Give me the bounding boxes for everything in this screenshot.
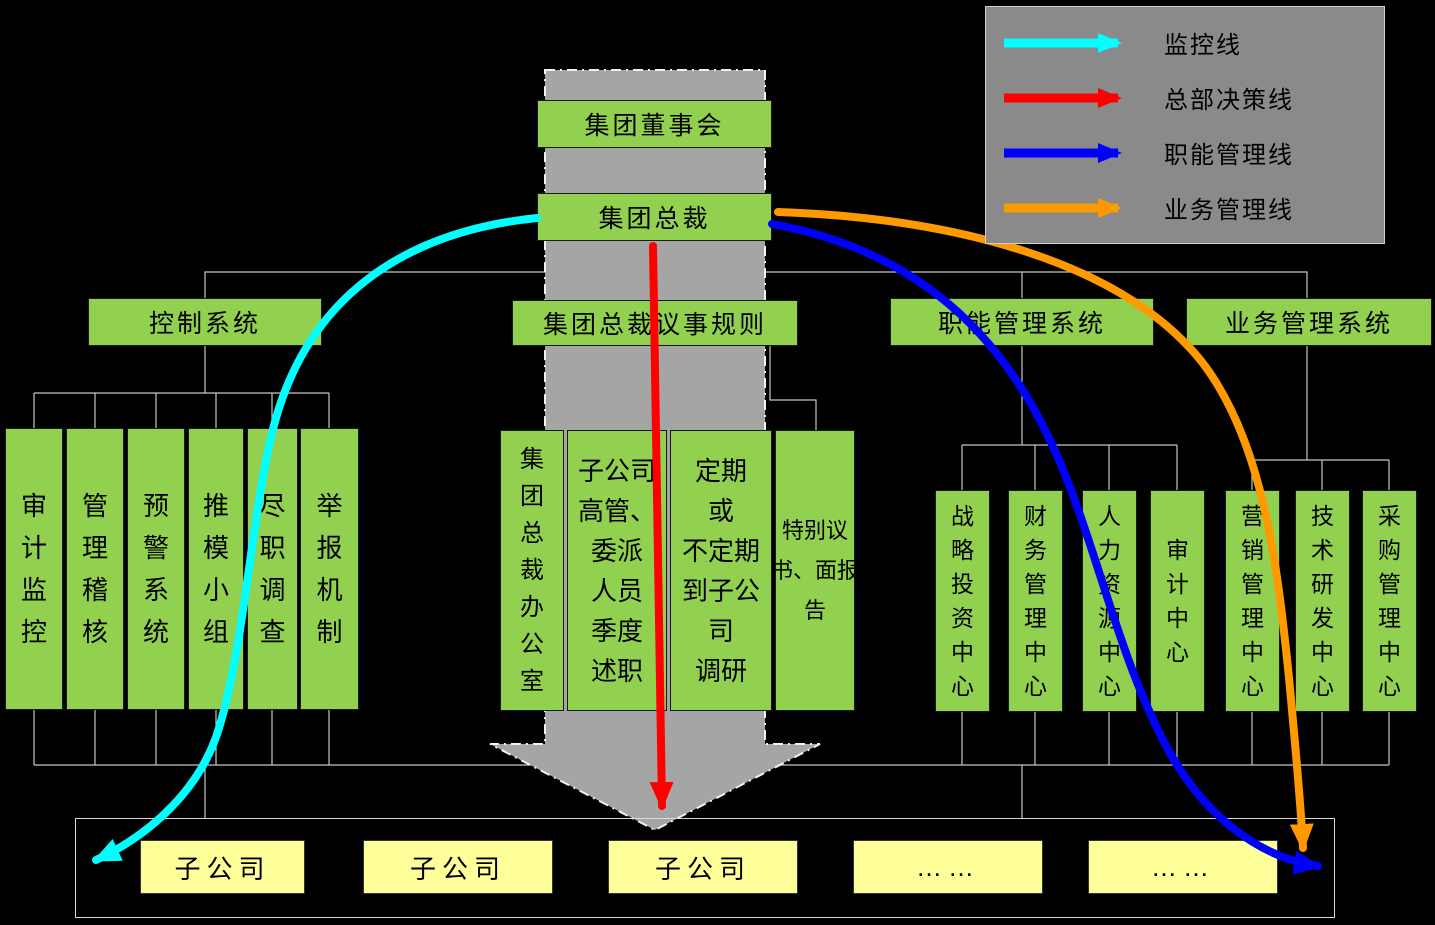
node-president-office: 集 团 总 裁 办 公 室 [500, 430, 564, 711]
node-group-president: 集团总裁 [537, 193, 772, 241]
subsidiaries-frame [75, 818, 1335, 918]
node-marketing-center: 营 销 管 理 中 心 [1225, 490, 1280, 712]
legend-row-business: 业务管理线 [1000, 190, 1370, 225]
node-subsidiary-1: 子公司 [140, 840, 305, 894]
legend: 监控线 总部决策线 职能管理线 业务管理线 [985, 6, 1385, 244]
node-audit-monitoring: 审 计 监 控 [5, 428, 63, 710]
node-special-report: 特别议 书、面报 告 [771, 430, 859, 711]
node-subsidiary-more-1: …… [853, 840, 1043, 894]
node-finance-center: 财 务 管 理 中 心 [1008, 490, 1063, 712]
node-hr-center: 人 力 资 源 中 心 [1082, 490, 1137, 712]
node-group-board: 集团董事会 [537, 100, 772, 148]
node-subsidiary-more-2: …… [1088, 840, 1278, 894]
node-business-system: 业务管理系统 [1186, 298, 1432, 346]
node-warning-system: 预 警 系 统 [127, 428, 185, 710]
node-quarterly-report: 子公司 高管、 委派 人员 季度 述职 [567, 430, 667, 711]
node-control-system: 控制系统 [88, 298, 322, 346]
legend-label-functional: 职能管理线 [1164, 142, 1294, 169]
node-management-audit: 管 理 稽 核 [66, 428, 124, 710]
legend-row-decision: 总部决策线 [1000, 80, 1370, 115]
node-strategy-investment-center: 战 略 投 资 中 心 [935, 490, 990, 712]
node-reporting-mechanism: 举 报 机 制 [300, 428, 359, 710]
node-subsidiary-3: 子公司 [608, 840, 798, 894]
decision-line-icon [1004, 87, 1122, 108]
node-president-rules: 集团总裁议事规则 [512, 300, 798, 346]
legend-row-functional: 职能管理线 [1000, 135, 1370, 170]
legend-label-decision: 总部决策线 [1164, 87, 1294, 114]
node-procurement-center: 采 购 管 理 中 心 [1362, 490, 1417, 712]
functional-line-icon [1004, 142, 1122, 163]
node-due-diligence: 尽 职 调 查 [247, 428, 298, 710]
legend-row-monitor: 监控线 [1000, 25, 1370, 60]
node-subsidiary-research: 定期 或 不定期 到子公 司 调研 [670, 430, 772, 711]
node-subsidiary-2: 子公司 [363, 840, 553, 894]
node-rd-center: 技 术 研 发 中 心 [1295, 490, 1350, 712]
node-task-group: 推 模 小 组 [188, 428, 244, 710]
node-functional-system: 职能管理系统 [890, 298, 1154, 346]
business-line-icon [1004, 197, 1122, 218]
monitor-line-icon [1004, 32, 1122, 53]
legend-label-monitor: 监控线 [1164, 32, 1242, 59]
legend-label-business: 业务管理线 [1164, 197, 1294, 224]
node-audit-center: 审 计 中 心 [1150, 490, 1205, 712]
